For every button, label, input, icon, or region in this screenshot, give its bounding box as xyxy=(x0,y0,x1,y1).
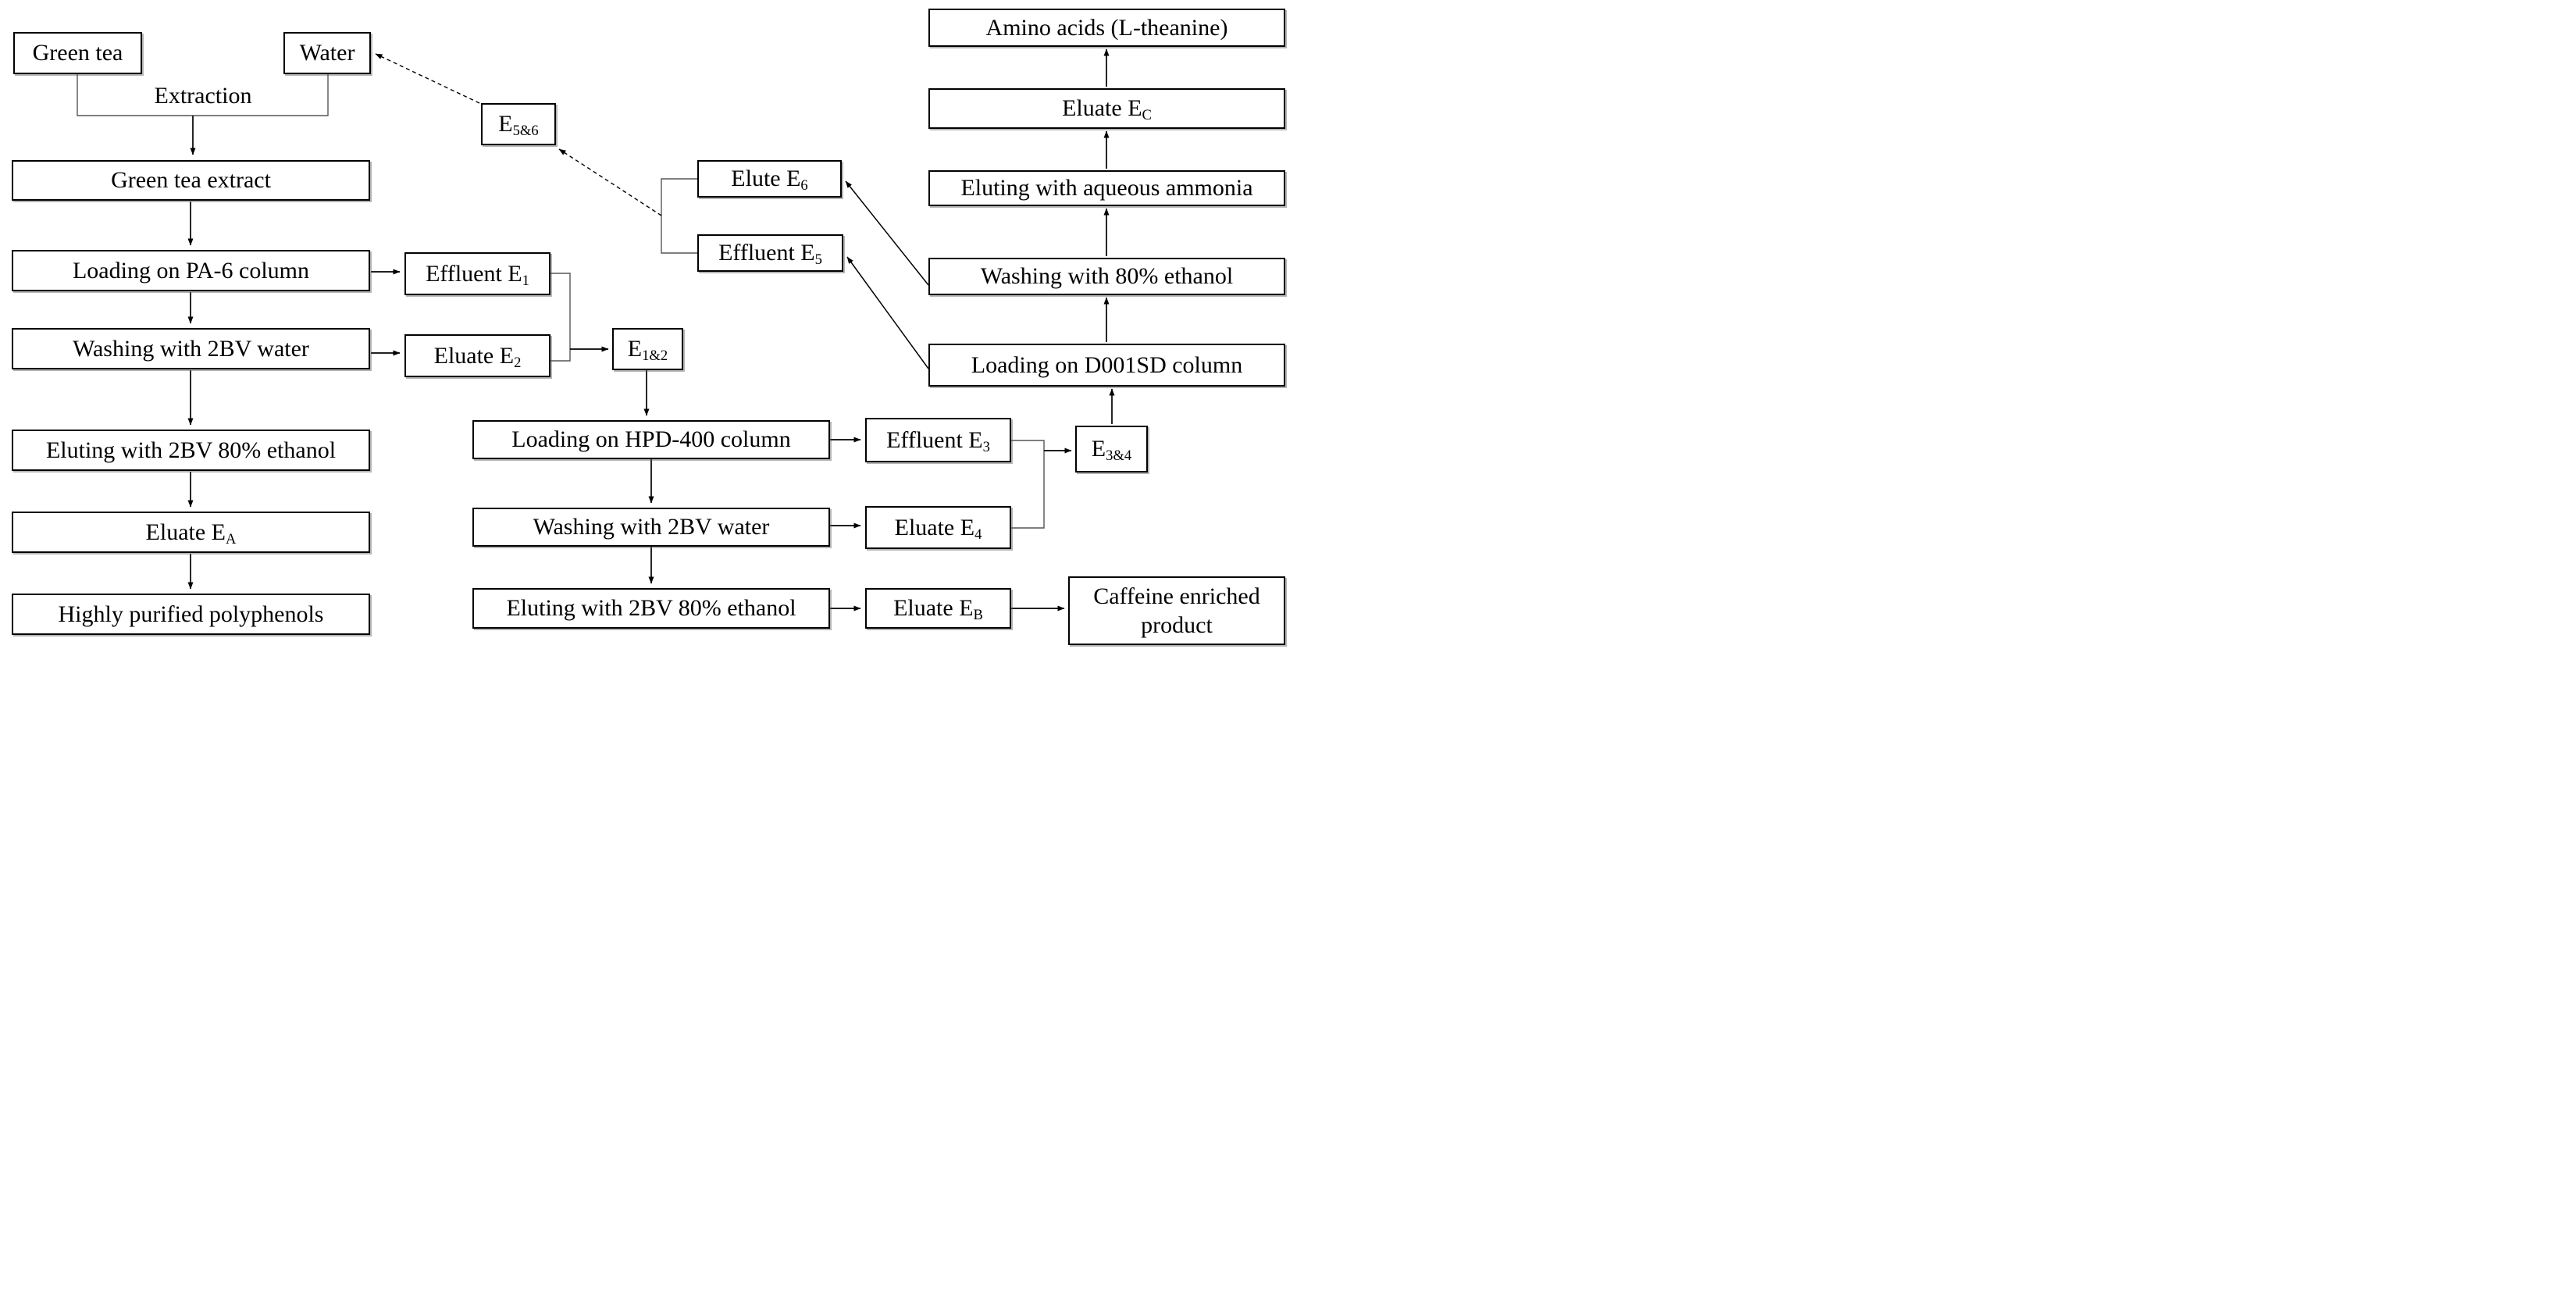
node-label: Green tea extract xyxy=(111,167,271,194)
flowchart-canvas: Green tea Water Extraction Green tea ext… xyxy=(0,0,1288,649)
flow-arrows-layer xyxy=(77,48,1115,612)
node-label: Eluate EA xyxy=(145,519,237,547)
node-eluate-e4: Eluate E4 xyxy=(865,506,1011,549)
node-loading-pa6-column: Loading on PA-6 column xyxy=(12,250,370,291)
node-loading-hpd400-column: Loading on HPD-400 column xyxy=(472,420,830,459)
node-label: E5&6 xyxy=(498,111,539,140)
node-label: Effluent E5 xyxy=(718,240,822,269)
node-label: Loading on HPD-400 column xyxy=(511,426,791,453)
node-highly-purified-polyphenols: Highly purified polyphenols xyxy=(12,594,370,635)
edge-d001sd-to-effluent-e5 xyxy=(846,256,929,369)
node-green-tea: Green tea xyxy=(13,32,142,74)
node-label: Eluate EC xyxy=(1062,95,1152,124)
edge-e56-to-water-dashed xyxy=(375,53,480,104)
node-label: Effluent E3 xyxy=(886,426,990,455)
node-effluent-e3: Effluent E3 xyxy=(865,418,1011,462)
edge-extraction-bracket xyxy=(77,74,329,116)
node-eluting-aqueous-ammonia: Eluting with aqueous ammonia xyxy=(928,170,1285,206)
node-label: Effluent E1 xyxy=(426,260,529,289)
node-label: Caffeine enriched product xyxy=(1093,583,1260,639)
node-label: Washing with 2BV water xyxy=(73,335,309,362)
node-label: Eluate E2 xyxy=(433,342,522,371)
node-label: E3&4 xyxy=(1091,436,1132,465)
edge-e6-e5-bracket xyxy=(661,178,697,254)
node-label: Elute E6 xyxy=(731,166,808,194)
node-eluate-ec: Eluate EC xyxy=(928,88,1285,129)
node-eluate-e2: Eluate E2 xyxy=(404,334,550,377)
node-eluate-eb: Eluate EB xyxy=(865,588,1011,629)
node-label: Loading on PA-6 column xyxy=(72,257,310,283)
extraction-label: Extraction xyxy=(154,83,252,109)
node-label: Washing with 2BV water xyxy=(533,514,770,540)
node-label: Eluting with 2BV 80% ethanol xyxy=(45,437,337,463)
node-label: Washing with 80% ethanol xyxy=(980,263,1234,290)
node-amino-acids-l-theanine: Amino acids (L-theanine) xyxy=(928,9,1285,47)
node-e5-and-6: E5&6 xyxy=(481,103,556,145)
edge-e1-e2-bracket xyxy=(550,273,571,362)
node-elute-e6: Elute E6 xyxy=(697,160,842,198)
node-label: Eluate E4 xyxy=(894,514,982,543)
node-caffeine-enriched-product: Caffeine enriched product xyxy=(1068,576,1285,645)
node-washing-80-ethanol: Washing with 80% ethanol xyxy=(928,258,1285,295)
node-e1-and-2: E1&2 xyxy=(612,328,683,370)
node-green-tea-extract: Green tea extract xyxy=(12,160,370,201)
node-label: Eluate EB xyxy=(893,595,983,624)
node-label: Green tea xyxy=(32,40,123,66)
node-label: Eluting with aqueous ammonia xyxy=(960,175,1253,201)
edge-washing80-to-elute-e6 xyxy=(845,180,929,286)
edge-e3-e4-bracket xyxy=(1011,440,1045,529)
node-label: Eluting with 2BV 80% ethanol xyxy=(506,595,796,622)
node-water: Water xyxy=(283,32,371,74)
edge-bracket-to-e56-dashed xyxy=(558,148,662,216)
node-eluate-ea: Eluate EA xyxy=(12,512,370,553)
node-e3-and-4: E3&4 xyxy=(1075,426,1148,472)
node-washing-2bv-water-mid: Washing with 2BV water xyxy=(472,508,830,547)
node-eluting-2bv-80-ethanol-mid: Eluting with 2BV 80% ethanol xyxy=(472,588,830,629)
node-effluent-e5: Effluent E5 xyxy=(697,234,843,272)
node-label: Highly purified polyphenols xyxy=(58,601,324,627)
node-label: Loading on D001SD column xyxy=(971,351,1243,378)
node-label: Amino acids (L-theanine) xyxy=(985,14,1228,41)
node-loading-d001sd-column: Loading on D001SD column xyxy=(928,344,1285,387)
node-washing-2bv-water-left: Washing with 2BV water xyxy=(12,328,370,369)
node-eluting-2bv-80-ethanol-left: Eluting with 2BV 80% ethanol xyxy=(12,430,370,471)
node-label: E1&2 xyxy=(627,336,668,365)
node-label: Water xyxy=(299,40,355,66)
node-effluent-e1: Effluent E1 xyxy=(404,252,550,295)
